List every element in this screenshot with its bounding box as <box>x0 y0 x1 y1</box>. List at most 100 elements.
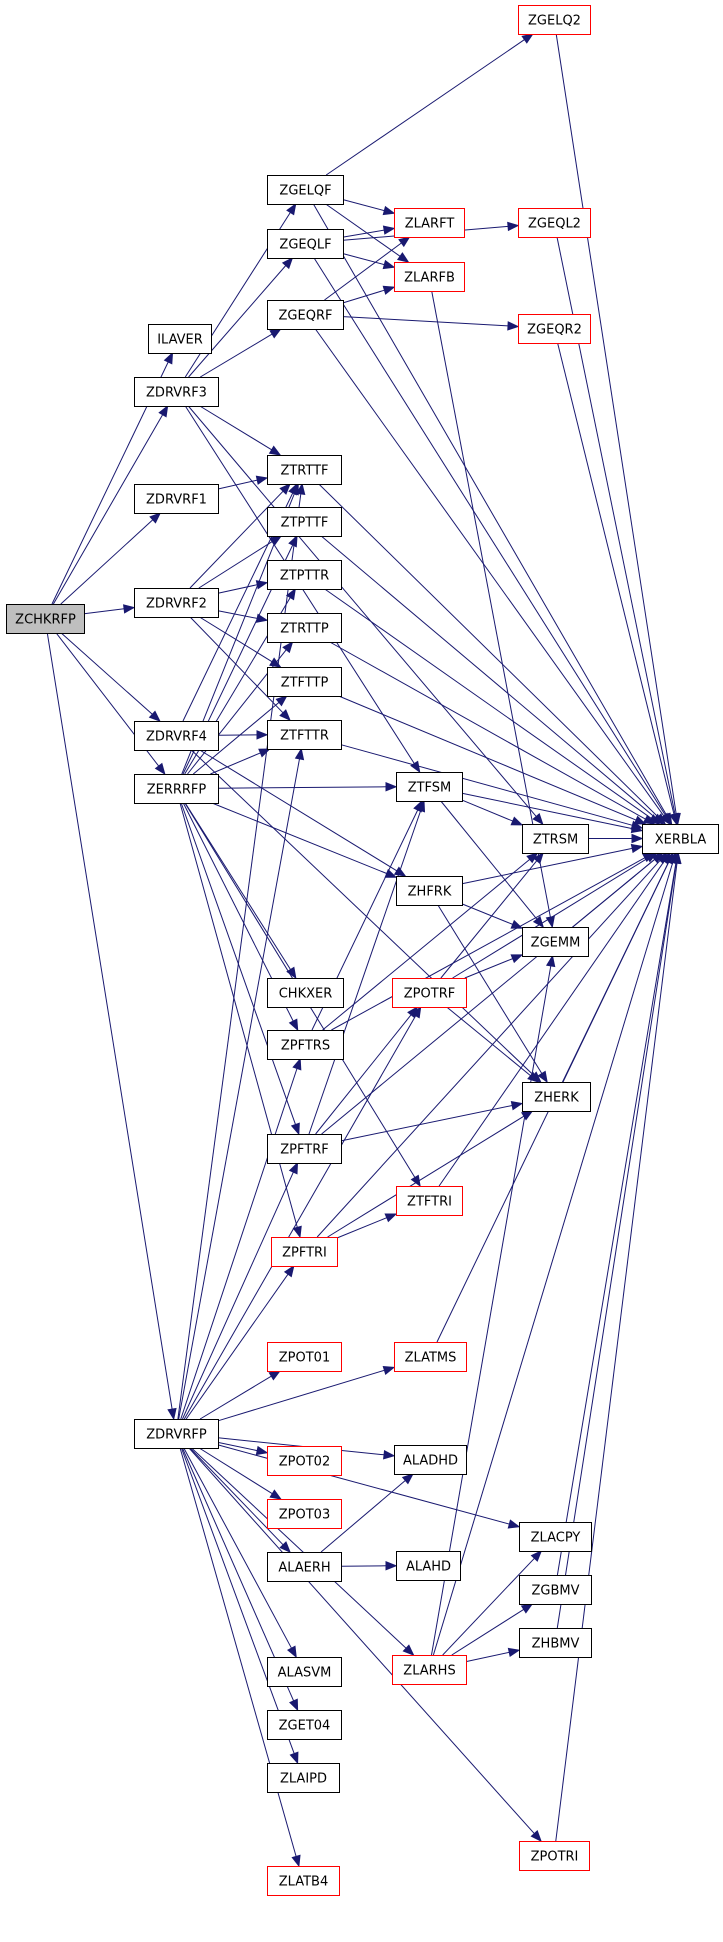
node-box-zdrvrf3[interactable] <box>134 377 219 407</box>
node-box-zlarft[interactable] <box>394 208 465 238</box>
node-zlarft[interactable]: ZLARFT <box>394 208 465 238</box>
node-box-ztpttf[interactable] <box>267 507 342 537</box>
node-box-zdrvrf4[interactable] <box>134 721 219 751</box>
node-chkxer[interactable]: CHKXER <box>267 978 344 1008</box>
node-zhbmv[interactable]: ZHBMV <box>519 1628 592 1658</box>
node-box-zpotri[interactable] <box>519 1841 590 1871</box>
node-box-zdrvrf2[interactable] <box>134 588 219 618</box>
node-aladhd[interactable]: ALADHD <box>394 1445 467 1475</box>
node-zpot03[interactable]: ZPOT03 <box>267 1499 342 1529</box>
node-box-zlarhs[interactable] <box>392 1655 467 1685</box>
node-zlacpy[interactable]: ZLACPY <box>519 1522 592 1552</box>
node-box-zlatb4[interactable] <box>267 1866 340 1896</box>
node-box-zhbmv[interactable] <box>519 1628 592 1658</box>
node-box-ztrsm[interactable] <box>522 824 589 854</box>
node-zlarfb[interactable]: ZLARFB <box>394 262 465 292</box>
node-alasvm[interactable]: ALASVM <box>267 1657 342 1687</box>
node-ztftri[interactable]: ZTFTRI <box>396 1186 463 1216</box>
node-box-zgeqr2[interactable] <box>518 314 591 344</box>
node-zdrvrf4[interactable]: ZDRVRF4 <box>134 721 219 751</box>
node-box-zgbmv[interactable] <box>519 1575 592 1605</box>
node-box-zlatms[interactable] <box>394 1342 467 1372</box>
node-zlaipd[interactable]: ZLAIPD <box>267 1763 340 1793</box>
node-ztrttf[interactable]: ZTRTTF <box>267 455 342 485</box>
node-box-ztrttp[interactable] <box>267 613 342 643</box>
node-box-zpot01[interactable] <box>267 1342 342 1372</box>
node-box-ztpttr[interactable] <box>267 560 342 590</box>
node-zerrrfp[interactable]: ZERRRFP <box>134 774 219 804</box>
node-zdrvrf1[interactable]: ZDRVRF1 <box>134 484 219 514</box>
node-box-zlaipd[interactable] <box>267 1763 340 1793</box>
node-zpftrf[interactable]: ZPFTRF <box>267 1134 342 1164</box>
node-box-zpftri[interactable] <box>271 1237 338 1267</box>
node-box-zdrvrfp[interactable] <box>134 1419 219 1449</box>
node-box-xerbla[interactable] <box>642 824 719 854</box>
node-zgelq2[interactable]: ZGELQ2 <box>518 5 591 35</box>
node-box-zgelq2[interactable] <box>518 5 591 35</box>
node-ilaver[interactable]: ILAVER <box>148 324 212 354</box>
node-ztfttr[interactable]: ZTFTTR <box>267 720 342 750</box>
node-box-alaerh[interactable] <box>267 1552 342 1582</box>
node-zherk[interactable]: ZHERK <box>522 1082 591 1112</box>
node-box-zpotrf[interactable] <box>392 978 467 1008</box>
node-zdrvrf2[interactable]: ZDRVRF2 <box>134 588 219 618</box>
node-box-zerrrfp[interactable] <box>134 774 219 804</box>
node-zgeqrf[interactable]: ZGEQRF <box>267 300 344 330</box>
node-xerbla[interactable]: XERBLA <box>642 824 719 854</box>
node-ztfsm[interactable]: ZTFSM <box>396 772 463 802</box>
node-ztfttp[interactable]: ZTFTTP <box>267 667 342 697</box>
node-box-zpot02[interactable] <box>267 1446 342 1476</box>
node-box-ilaver[interactable] <box>148 324 212 354</box>
node-zlatms[interactable]: ZLATMS <box>394 1342 467 1372</box>
node-zpftri[interactable]: ZPFTRI <box>271 1237 338 1267</box>
node-zgelqf[interactable]: ZGELQF <box>267 175 344 205</box>
node-ztpttr[interactable]: ZTPTTR <box>267 560 342 590</box>
node-zlarhs[interactable]: ZLARHS <box>392 1655 467 1685</box>
node-ztrsm[interactable]: ZTRSM <box>522 824 589 854</box>
node-box-ztfttr[interactable] <box>267 720 342 750</box>
node-ztpttf[interactable]: ZTPTTF <box>267 507 342 537</box>
node-alahd[interactable]: ALAHD <box>396 1551 461 1581</box>
node-box-zgeqrf[interactable] <box>267 300 344 330</box>
node-zgeql2[interactable]: ZGEQL2 <box>518 208 591 238</box>
node-box-zhfrk[interactable] <box>396 876 463 906</box>
node-zget04[interactable]: ZGET04 <box>267 1710 342 1740</box>
node-alaerh[interactable]: ALAERH <box>267 1552 342 1582</box>
node-box-zgeql2[interactable] <box>518 208 591 238</box>
node-zgemm[interactable]: ZGEMM <box>522 927 589 957</box>
node-box-aladhd[interactable] <box>394 1445 467 1475</box>
node-box-chkxer[interactable] <box>267 978 344 1008</box>
node-ztrttp[interactable]: ZTRTTP <box>267 613 342 643</box>
node-zgeqlf[interactable]: ZGEQLF <box>267 229 344 259</box>
node-zpftrs[interactable]: ZPFTRS <box>267 1030 344 1060</box>
node-zpot02[interactable]: ZPOT02 <box>267 1446 342 1476</box>
node-zdrvrfp[interactable]: ZDRVRFP <box>134 1419 219 1449</box>
node-box-zchkrfp[interactable] <box>6 604 85 634</box>
node-box-zpftrs[interactable] <box>267 1030 344 1060</box>
node-zpot01[interactable]: ZPOT01 <box>267 1342 342 1372</box>
node-zgeqr2[interactable]: ZGEQR2 <box>518 314 591 344</box>
node-zlatb4[interactable]: ZLATB4 <box>267 1866 340 1896</box>
node-box-zgemm[interactable] <box>522 927 589 957</box>
node-box-zgeqlf[interactable] <box>267 229 344 259</box>
node-zgbmv[interactable]: ZGBMV <box>519 1575 592 1605</box>
node-zhfrk[interactable]: ZHFRK <box>396 876 463 906</box>
node-box-ztrttf[interactable] <box>267 455 342 485</box>
node-zpotri[interactable]: ZPOTRI <box>519 1841 590 1871</box>
node-zchkrfp[interactable]: ZCHKRFP <box>6 604 85 634</box>
node-box-zdrvrf1[interactable] <box>134 484 219 514</box>
node-box-alasvm[interactable] <box>267 1657 342 1687</box>
node-box-zpot03[interactable] <box>267 1499 342 1529</box>
node-box-ztfsm[interactable] <box>396 772 463 802</box>
node-box-ztfttp[interactable] <box>267 667 342 697</box>
node-box-alahd[interactable] <box>396 1551 461 1581</box>
node-box-zgelqf[interactable] <box>267 175 344 205</box>
node-zpotrf[interactable]: ZPOTRF <box>392 978 467 1008</box>
node-box-zpftrf[interactable] <box>267 1134 342 1164</box>
node-zdrvrf3[interactable]: ZDRVRF3 <box>134 377 219 407</box>
node-box-zlacpy[interactable] <box>519 1522 592 1552</box>
node-box-zget04[interactable] <box>267 1710 342 1740</box>
node-box-zlarfb[interactable] <box>394 262 465 292</box>
node-box-zherk[interactable] <box>522 1082 591 1112</box>
node-box-ztftri[interactable] <box>396 1186 463 1216</box>
